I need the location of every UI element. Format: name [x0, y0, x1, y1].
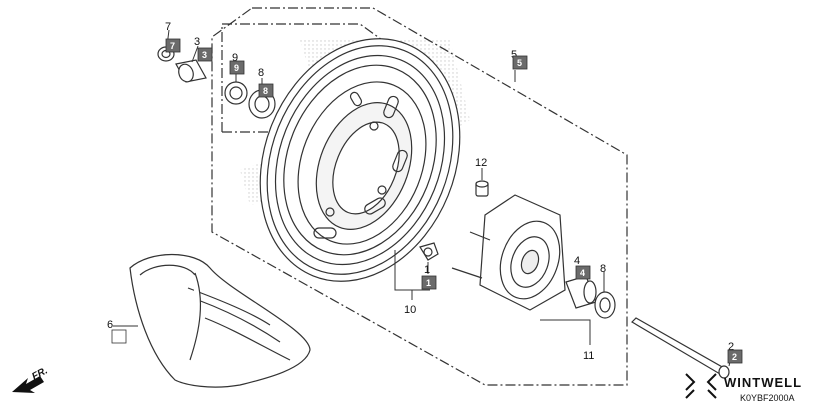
- seal-9-part: [224, 81, 248, 105]
- callout-5-badge-label: 5: [517, 58, 522, 68]
- callout-5-badge: [512, 55, 528, 70]
- diagram-code: K0YBF2000A: [740, 393, 795, 403]
- wintwell-x-logo-icon: [685, 373, 717, 399]
- callout-8a-badge-label: 8: [263, 86, 268, 96]
- callout-8a-number: 8: [258, 67, 264, 79]
- callout-7-badge-label: 7: [170, 41, 175, 51]
- front-direction-label: FR.: [30, 365, 49, 382]
- front-direction-arrow-icon: FR.: [12, 365, 50, 393]
- valve-part: [419, 242, 439, 261]
- callout-1-badge: [421, 275, 437, 290]
- brand-name: WINTWELL: [724, 375, 802, 390]
- assembly-boundary: [211, 7, 628, 386]
- callout-7-number: 7: [165, 21, 171, 33]
- callout-6-number: 6: [107, 319, 113, 331]
- tire-part: [129, 253, 311, 388]
- bearing-8-right-part: [594, 291, 616, 319]
- collar-4-part: [565, 275, 597, 309]
- callout-3-badge: [197, 47, 213, 62]
- callout-3-badge-label: 3: [202, 50, 207, 60]
- collar-3-part: [175, 59, 207, 83]
- callout-4-number: 4: [574, 255, 580, 267]
- wheel-rim: [259, 38, 461, 282]
- callout-9-badge: [229, 60, 245, 75]
- callout-2-badge-label: 2: [732, 352, 737, 362]
- callouts: 7 7 3 3 9 9 8 8 5 5 12 1 1 10 4 4 8 1: [107, 21, 743, 364]
- hub-part: [451, 194, 566, 311]
- callout-3-number: 3: [194, 36, 200, 48]
- callout-6-badge: [111, 329, 127, 344]
- callout-4-badge-label: 4: [580, 268, 585, 278]
- callout-12-number: 12: [475, 157, 487, 169]
- callout-9-badge-label: 9: [234, 63, 239, 73]
- callout-8b-number: 8: [600, 263, 606, 275]
- callout-1-number: 1: [424, 264, 430, 276]
- callout-2-number: 2: [728, 341, 734, 353]
- callout-7-badge: [165, 38, 181, 53]
- callout-11-number: 11: [583, 350, 594, 362]
- bolt-12-part: [475, 180, 489, 197]
- callout-4-badge: [575, 265, 591, 280]
- callout-2-badge: [727, 349, 743, 364]
- callout-1-badge-label: 1: [426, 278, 431, 288]
- callout-10-number: 10: [404, 304, 416, 316]
- axle-2-part: [631, 317, 730, 379]
- callout-5-number: 5: [511, 49, 517, 61]
- callout-9-number: 9: [232, 52, 238, 64]
- callout-8a-badge: [258, 83, 274, 98]
